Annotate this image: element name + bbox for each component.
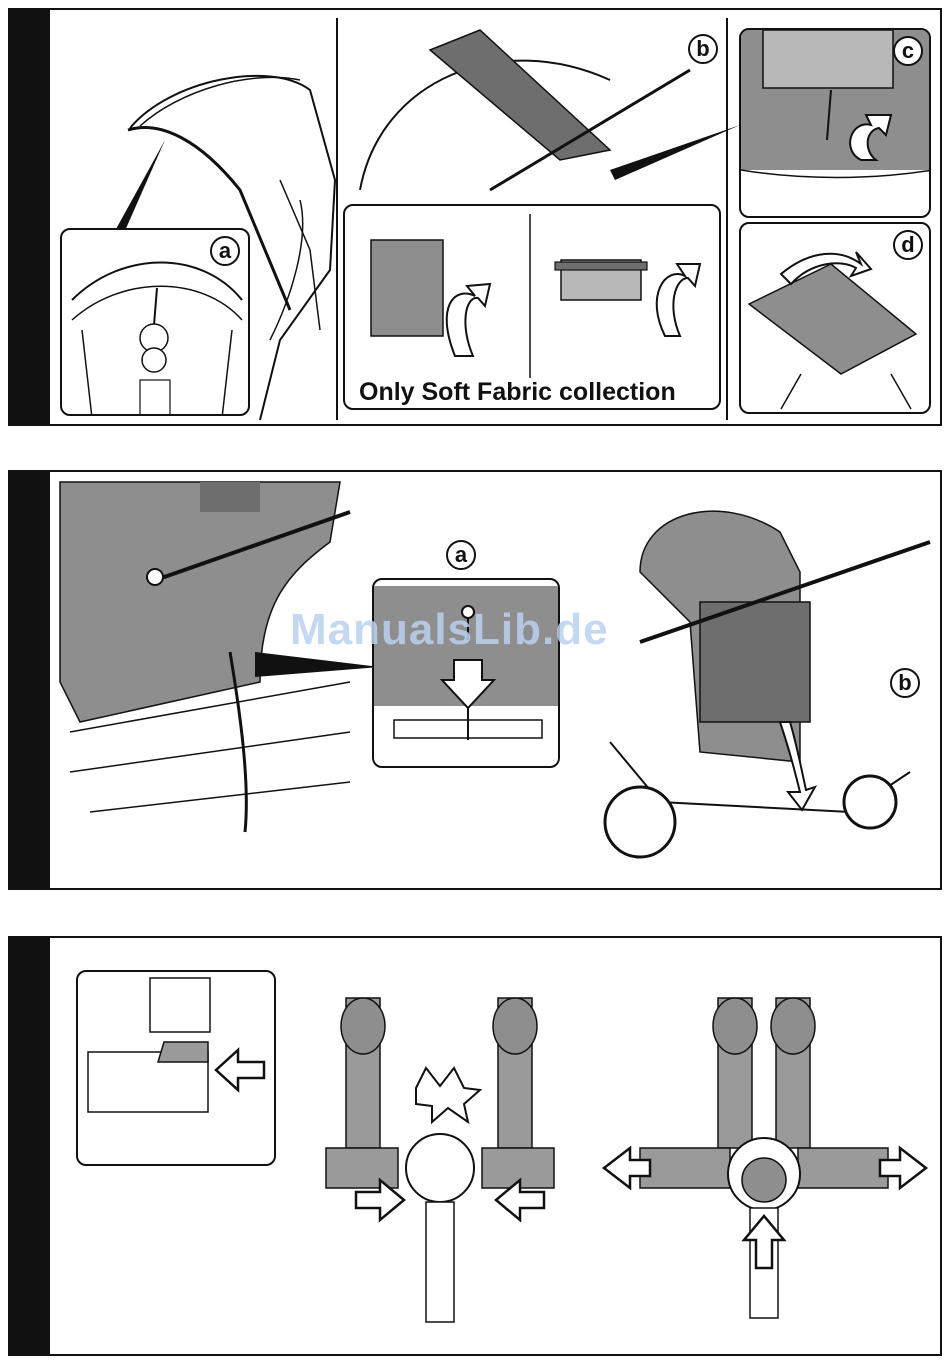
step-badge-c: c [893, 36, 923, 66]
step-badge-a: a [446, 540, 476, 570]
detail-box-c: c [739, 28, 931, 218]
panel-divider [726, 18, 728, 420]
detail-box-buckle-release [76, 970, 276, 1166]
instruction-panel-3 [8, 936, 942, 1356]
harness-release-illustration [600, 968, 930, 1338]
detail-box-soft-fabric: Only Soft Fabric collection [343, 204, 721, 410]
instruction-panel-2: a b [8, 470, 942, 890]
panel-side-stripe [10, 938, 50, 1354]
panel-side-stripe [10, 10, 50, 424]
step-badge-d: d [893, 230, 923, 260]
panel-side-stripe [10, 472, 50, 888]
soft-fabric-caption: Only Soft Fabric collection [359, 378, 676, 407]
basket-release-illustration [60, 482, 360, 882]
detail-box-toy-hook: a [60, 228, 250, 416]
harness-fasten-illustration [320, 968, 580, 1338]
step-badge-b: b [890, 668, 920, 698]
step-badge-a: a [210, 236, 240, 266]
detail-box-d: d [739, 222, 931, 414]
panel-divider [336, 18, 338, 420]
step-badge-b: b [688, 34, 718, 64]
stroller-basket-illustration [600, 492, 920, 882]
seat-back-illustration [340, 10, 720, 200]
instruction-panel-1: a b Only Soft Fabric collection c [8, 8, 942, 426]
buckle-detail-drawing [78, 972, 276, 1166]
watermark: ManualsLib.de [290, 605, 609, 655]
